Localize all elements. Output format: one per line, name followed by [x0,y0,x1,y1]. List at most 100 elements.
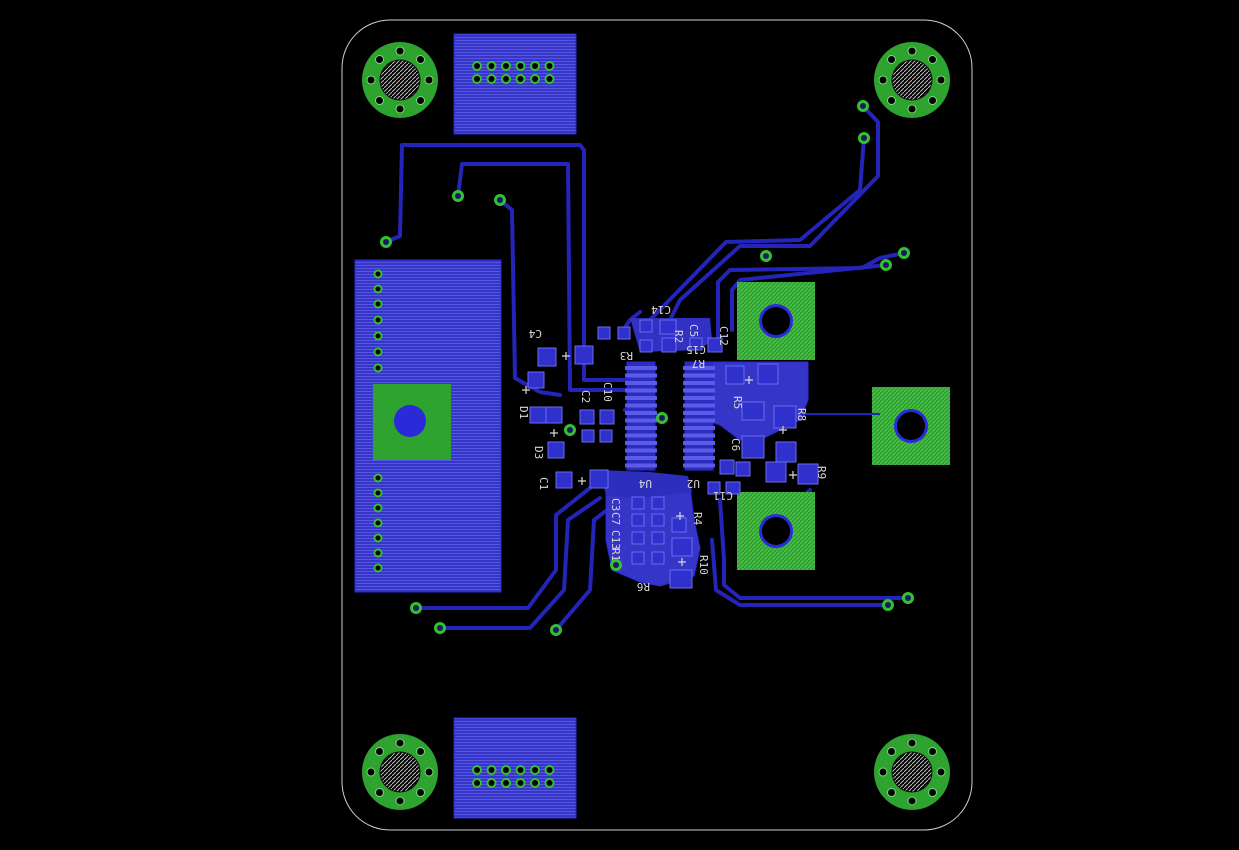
label-r10: R10 [697,555,710,575]
ic-pin[interactable] [625,418,657,423]
module-pin[interactable] [373,488,383,498]
connector-pin[interactable] [501,74,511,84]
module-pin[interactable] [373,503,383,513]
module-pin[interactable] [373,269,383,279]
ic-pin[interactable] [683,433,715,438]
connector-pin[interactable] [501,61,511,71]
ic-pin[interactable] [683,426,715,430]
connector-pin[interactable] [472,61,482,71]
ic-pin[interactable] [683,448,715,453]
ic-pin[interactable] [683,456,715,460]
label-r8: R8 [795,408,808,421]
ic-pin[interactable] [625,366,657,370]
label-c6: C6 [729,438,742,451]
ic-pin[interactable] [625,396,657,400]
ic-pin[interactable] [625,381,657,385]
connector-pin[interactable] [530,778,540,788]
connector-pin[interactable] [486,74,497,84]
ic-pin[interactable] [683,381,715,385]
connector-bottom[interactable] [453,717,577,819]
ic-u2[interactable] [683,361,715,471]
module-pin[interactable] [373,299,383,309]
label-r9: R9 [815,466,828,479]
connector-pin[interactable] [515,61,526,71]
connector-pin[interactable] [515,765,526,775]
ic-u4[interactable] [625,361,657,471]
module-pin[interactable] [373,331,383,341]
ic-pin[interactable] [625,441,657,445]
connector-pin[interactable] [544,765,555,775]
module-pin[interactable] [373,518,383,528]
connector-pin[interactable] [472,74,482,84]
ic-pin[interactable] [683,411,715,415]
module-pin[interactable] [373,548,383,558]
module-pin[interactable] [373,473,383,483]
ic-pin[interactable] [625,433,657,438]
label-c10: C10 [601,382,614,402]
module-pin[interactable] [373,315,383,325]
module-pin[interactable] [373,563,383,573]
label-c14: C14 [651,303,671,316]
label-d1: D1 [517,406,530,419]
ic-pin[interactable] [625,456,657,460]
label-r6: R6 [637,580,650,593]
module-left[interactable] [354,259,502,593]
mounting-hole-icon[interactable] [362,42,438,118]
through-hole-pad-icon[interactable] [872,387,950,465]
connector-pin[interactable] [530,765,540,775]
mounting-hole-icon[interactable] [874,734,950,810]
connector-pin[interactable] [486,61,497,71]
connector-pin[interactable] [544,74,555,84]
ic-pin[interactable] [625,448,657,453]
connector-pin[interactable] [486,778,497,788]
ic-pin[interactable] [683,441,715,445]
via-icon[interactable] [380,100,914,636]
smd-pad-icon[interactable] [527,319,819,589]
through-hole-pad-icon[interactable] [737,282,815,360]
label-r7: R7 [692,357,705,370]
module-pin[interactable] [373,533,383,543]
ic-pin[interactable] [625,411,657,415]
ic-pin[interactable] [683,463,715,468]
connector-pin[interactable] [501,765,511,775]
module-pin[interactable] [373,347,383,357]
ic-pin[interactable] [625,463,657,468]
ic-pin[interactable] [683,366,715,370]
mounting-hole-icon[interactable] [362,734,438,810]
label-r4: R4 [691,512,704,526]
module-pin[interactable] [373,284,383,294]
label-c12: C12 [717,326,730,346]
connector-pin[interactable] [515,74,526,84]
connector-pin[interactable] [486,765,497,775]
ic-pin[interactable] [625,388,657,393]
connector-top[interactable] [453,33,577,135]
ic-pin[interactable] [683,388,715,393]
connector-pin[interactable] [515,778,526,788]
ic-pin[interactable] [625,426,657,430]
mounting-hole-icon[interactable] [874,42,950,118]
connector-pin[interactable] [501,778,511,788]
module-pin[interactable] [373,363,383,373]
label-r2: R2 [672,330,685,343]
label-u4: U4 [638,477,652,490]
ic-pin[interactable] [683,373,715,378]
connector-pin[interactable] [544,61,555,71]
label-r5: R5 [731,396,744,409]
ic-pin[interactable] [683,396,715,400]
board-outline [341,19,973,831]
ic-pin[interactable] [625,403,657,408]
ic-pin[interactable] [683,418,715,423]
label-u2: U2 [687,477,700,490]
connector-pin[interactable] [472,778,482,788]
label-c3: C3 [609,498,622,511]
connector-pin[interactable] [472,765,482,775]
through-hole-pad-icon[interactable] [737,492,815,570]
ic-pin[interactable] [683,403,715,408]
connector-pin[interactable] [530,61,540,71]
silkscreen-labels: C4 C14 C5 C12 R3 C15 C10 C2 D1 R5 R8 C6 … [517,303,828,593]
connector-pin[interactable] [544,778,555,788]
connector-pin[interactable] [530,74,540,84]
ic-pin[interactable] [625,373,657,378]
label-c1: C1 [537,477,550,490]
